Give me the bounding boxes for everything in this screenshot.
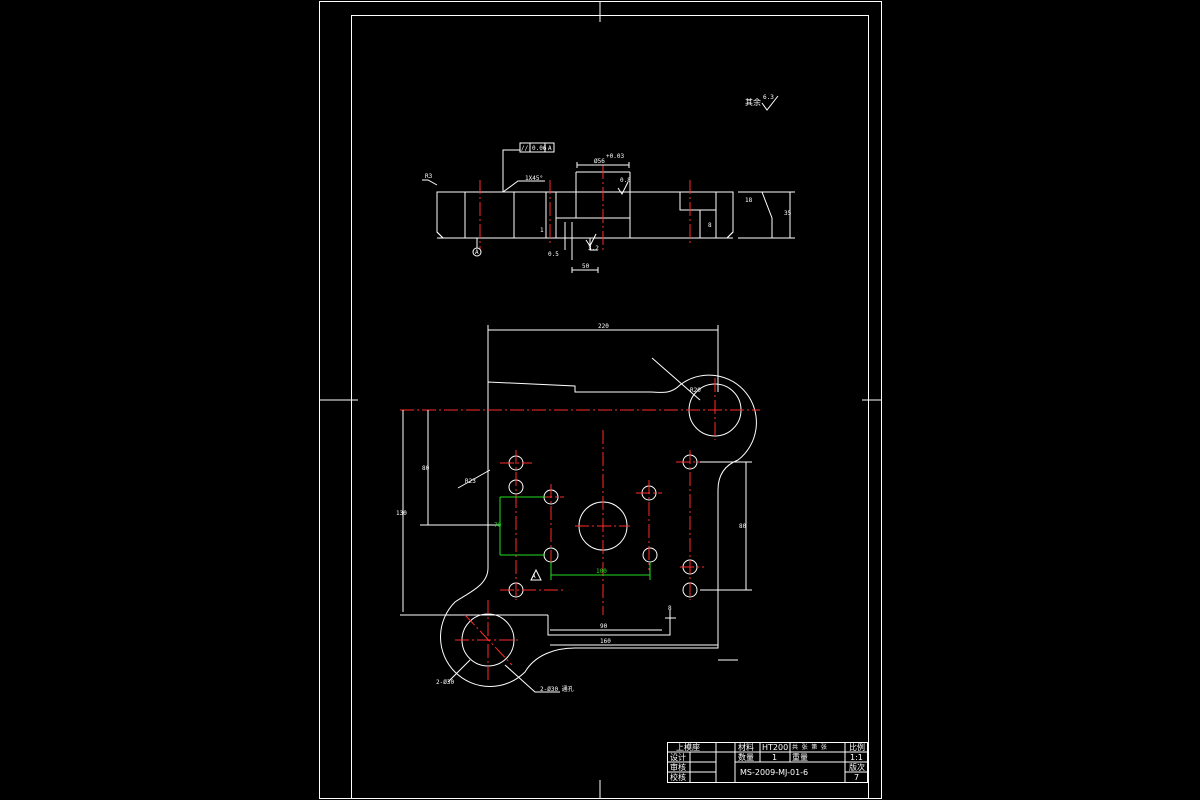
section-dim-height: 18 <box>745 197 753 204</box>
plan-hole-note: 2-Ø30 <box>436 679 454 686</box>
roughness-note-label: 其余 <box>745 97 761 107</box>
section-roughness-bottom: 3.2 <box>588 245 599 252</box>
datum-marker <box>472 247 482 257</box>
title-weight-label: 重量 <box>792 752 808 762</box>
plan-dim-green-h: 100 <box>596 568 607 575</box>
plan-dim-bottom-inner: 90 <box>600 623 608 630</box>
title-part-name: 上模座 <box>676 742 700 752</box>
title-material: HT200 <box>762 743 788 752</box>
section-bore-dia: Ø56 <box>594 158 605 165</box>
section-hatch-left <box>436 191 466 239</box>
sheet-frame <box>319 1 882 799</box>
title-review-label: 审核 <box>670 762 686 772</box>
roughness-symbol-icon <box>617 181 629 195</box>
plan-datum-mark: A <box>532 573 536 580</box>
section-dim-left: R3 <box>425 173 433 180</box>
plan-dim-bottom-outer: 160 <box>600 638 611 645</box>
title-block: 上模座 材料 HT200 共 张 第 张 比例 设计 数量 1 重量 1:1 审… <box>667 742 868 783</box>
section-dim-width: 50 <box>582 263 590 270</box>
title-qty-label: 数量 <box>738 752 754 762</box>
plan-dim-bottom-small: 8 <box>668 605 672 612</box>
title-version-label: 版次 <box>849 762 865 772</box>
title-material-label: 材料 <box>738 742 754 752</box>
title-scale-label: 比例 <box>849 742 865 752</box>
parallelism-symbol: // <box>521 145 529 152</box>
plan-centerlines <box>400 378 760 680</box>
section-view: Ø56 +0.03 50 35 18 1X45° R3 // 0.06 A 0.… <box>422 142 795 273</box>
title-scale: 1:1 <box>850 753 863 762</box>
section-small-a: 1 <box>540 227 544 234</box>
roughness-symbol-icon <box>761 95 779 111</box>
section-roughness-top: 0.8 <box>620 177 631 184</box>
title-sheet-label: 共 张 第 张 <box>792 743 827 751</box>
title-version: 7 <box>854 773 859 782</box>
datum-label: A <box>475 249 479 256</box>
parallelism-frame <box>519 142 555 153</box>
section-small-b: 0.5 <box>548 251 559 258</box>
plan-hole-note-2: 2-Ø30 通孔 <box>540 685 574 693</box>
section-dim-thickness: 35 <box>784 210 792 217</box>
plan-dim-top: 220 <box>598 323 609 330</box>
title-design-label: 设计 <box>670 752 686 762</box>
section-small-c: 8 <box>708 222 712 229</box>
plan-view: 220 80 130 80 90 160 8 70 100 R20 R23 2-… <box>396 323 760 693</box>
title-qty: 1 <box>772 753 777 762</box>
section-chamfer: 1X45° <box>525 175 543 182</box>
parallelism-datum: A <box>548 145 552 152</box>
title-drawing-no: MS-2009-MJ-01-6 <box>740 768 808 777</box>
plan-dim-left-inner: 80 <box>422 465 430 472</box>
section-hatch-mid2 <box>555 191 577 219</box>
section-bore-tol: +0.03 <box>606 153 624 160</box>
plan-dim-green-v: 70 <box>494 522 502 529</box>
roughness-note-value: 6.3 <box>763 94 774 101</box>
plan-dim-right: 80 <box>739 523 747 530</box>
roughness-note: 其余 6.3 <box>745 94 779 111</box>
plan-dim-left-outer: 130 <box>396 510 407 517</box>
parallelism-tolerance: 0.06 <box>532 145 547 152</box>
section-hatch-right2 <box>715 191 734 239</box>
plan-diag-note: R23 <box>465 478 476 485</box>
plate-outline <box>440 374 757 687</box>
plan-radius-note: R20 <box>690 387 701 394</box>
title-check-label: 校核 <box>670 772 686 782</box>
roughness-symbol-icon <box>585 233 597 247</box>
